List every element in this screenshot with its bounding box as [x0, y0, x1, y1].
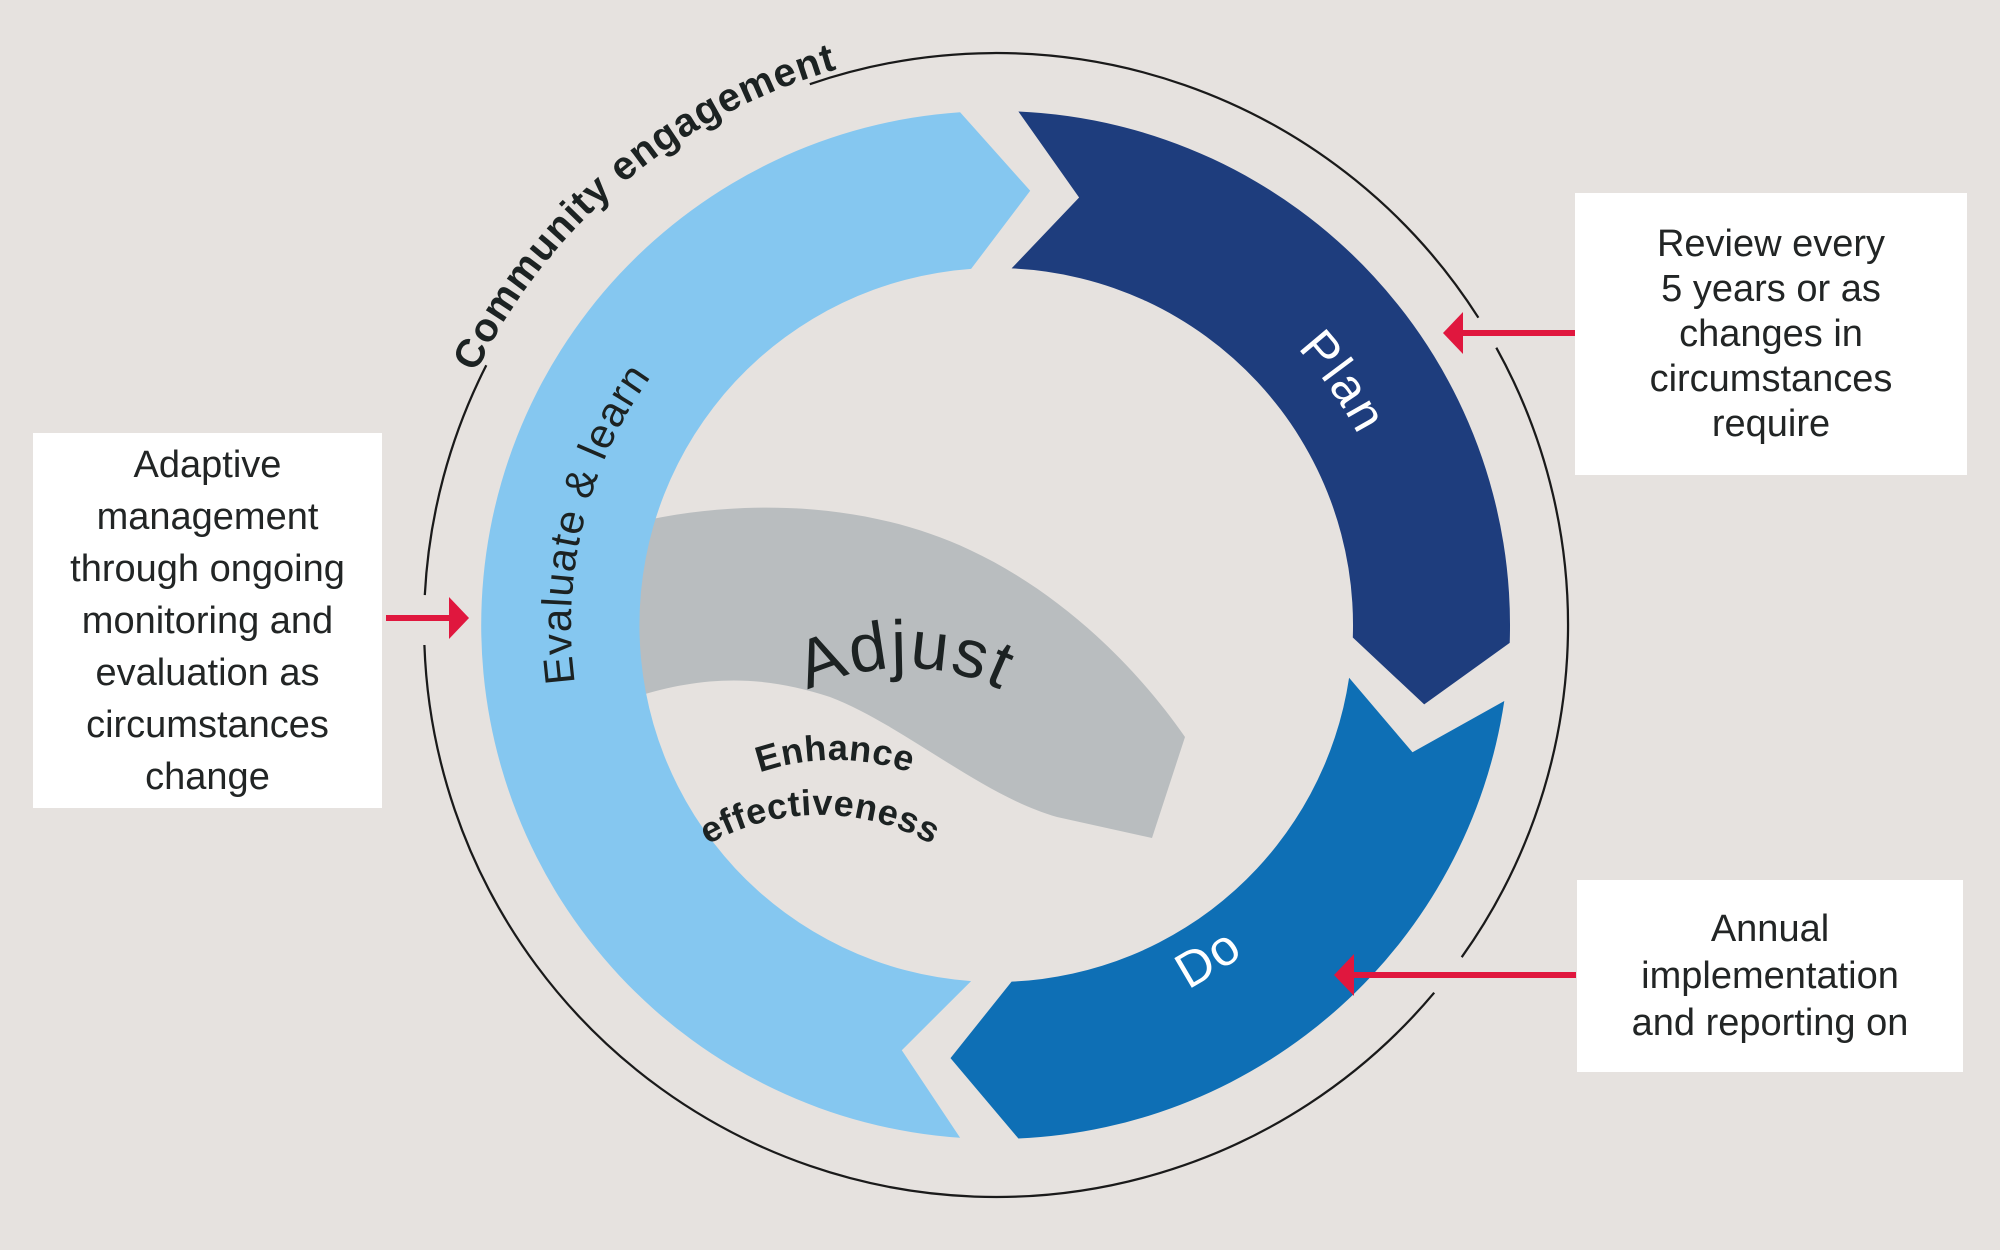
callout-line: Adaptive: [133, 443, 282, 486]
arrow-head-left-icon: [1334, 954, 1354, 996]
outer-circle-arc: [1460, 347, 1570, 958]
adjust-arrow: [600, 507, 1185, 838]
callout-review-every-5-years: Review every 5 years or as changes in ci…: [1575, 193, 1967, 475]
callout-line: require: [1711, 402, 1831, 445]
callout-line: management: [96, 495, 319, 538]
arrow-head-left-icon: [1443, 312, 1463, 354]
callout-adaptive-management: Adaptive management through ongoing moni…: [33, 433, 382, 808]
outer-circle-arc: [423, 644, 1436, 1199]
callout-line: Review every: [1656, 222, 1886, 265]
outer-circle: [423, 51, 1570, 1199]
callout-line: circumstances: [1649, 357, 1893, 400]
callout-line: Annual: [1710, 907, 1830, 950]
plan-arc-segment: [1011, 111, 1511, 705]
callout-annual-implementation: Annual implementation and reporting on: [1577, 880, 1963, 1072]
callout-line: through ongoing: [70, 547, 345, 590]
callout-line: circumstances: [86, 703, 329, 746]
evaluate-arc-segment: [481, 112, 1031, 1138]
callout-arrow-top-right: [1443, 312, 1576, 354]
callout-line: implementation: [1641, 954, 1899, 997]
outer-circle-arc: [809, 51, 1480, 319]
callout-line: evaluation as: [95, 651, 320, 694]
do-arc-segment: [950, 677, 1505, 1139]
callout-arrow-bottom-right: [1334, 954, 1576, 996]
arrow-head-right-icon: [449, 597, 469, 639]
callout-line: 5 years or as: [1661, 267, 1881, 310]
callout-line: and reporting on: [1631, 1001, 1909, 1044]
callout-arrow-left: [386, 597, 469, 639]
callout-line: monitoring and: [81, 599, 334, 642]
callout-line: changes in: [1679, 312, 1863, 355]
outer-circle-arc: [423, 364, 488, 596]
callout-line: change: [145, 755, 270, 798]
